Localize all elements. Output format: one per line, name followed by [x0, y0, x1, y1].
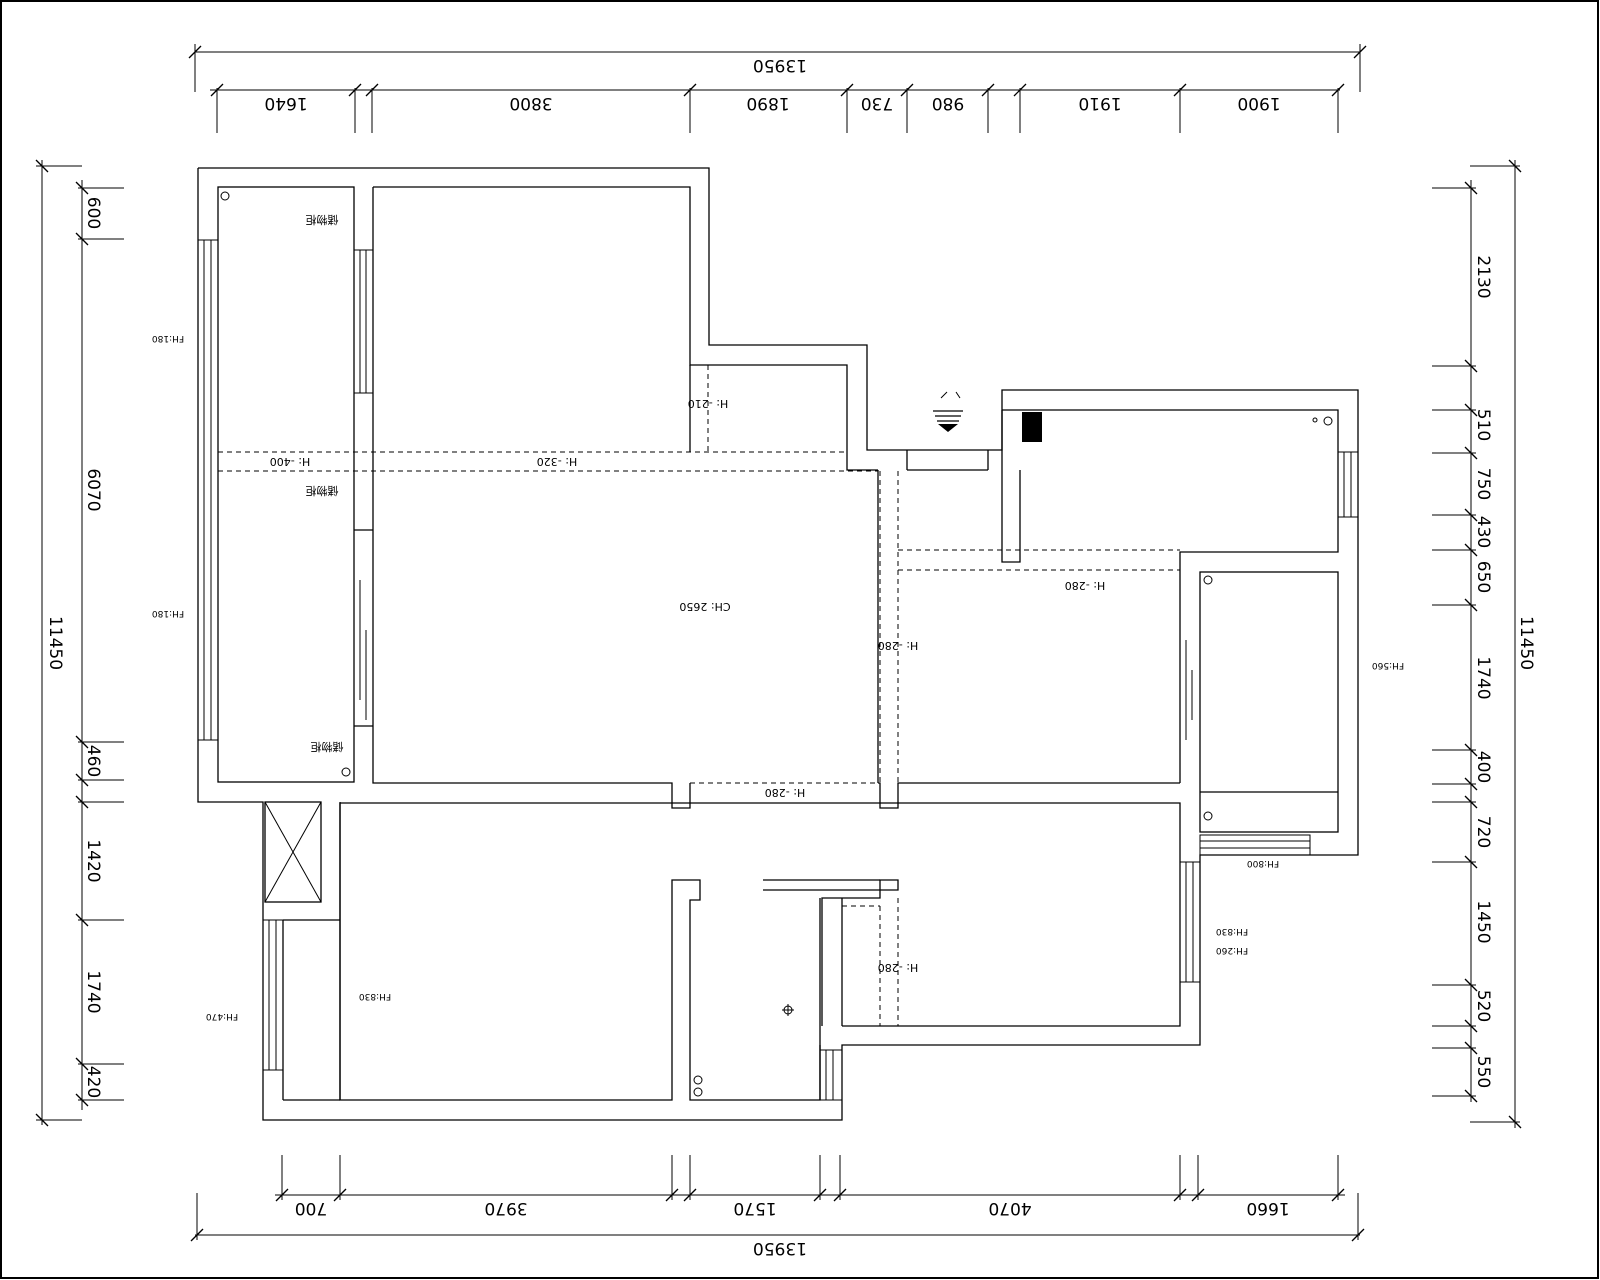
- dim-right-5: 650: [1473, 561, 1493, 593]
- dim-right-4: 430: [1473, 516, 1493, 548]
- fixtures: [220, 191, 1333, 1097]
- level-labels: H: -210 H: -400 H: -320 CH: 2650 H: -280…: [270, 397, 1105, 974]
- cabinet-label: 储物柜: [306, 484, 339, 498]
- dim-top-2: 3800: [509, 93, 552, 113]
- left-dimensions: 11450 600 6070 460 1420 1740 420: [35, 159, 124, 1127]
- dim-right-8: 720: [1473, 816, 1493, 848]
- bottom-dimensions: 13950 700 3970 1570 4070 1660: [190, 1155, 1365, 1258]
- dim-left-3: 460: [83, 745, 103, 777]
- dim-left-6: 420: [83, 1066, 103, 1098]
- shaft: [264, 801, 322, 903]
- window-labels: FH:180 FH:180 FH:560 FH:800 FH:830 FH:26…: [152, 333, 1404, 1021]
- level-label: H: -400: [270, 455, 310, 468]
- dim-right-3: 750: [1473, 468, 1493, 500]
- walls: [197, 167, 1359, 1121]
- dim-left-1: 600: [83, 197, 103, 229]
- level-label: H: -280: [878, 961, 918, 974]
- dim-top-6: 1910: [1078, 93, 1121, 113]
- dim-top-5: 980: [932, 93, 964, 113]
- dim-bottom-4: 4070: [988, 1198, 1031, 1218]
- entrance-arrow-icon: [933, 391, 963, 432]
- right-dimensions: 11450 2130 510 750 430 650 1740 400 720 …: [1432, 159, 1536, 1129]
- dim-top-3: 1890: [746, 93, 789, 113]
- window-label: FH:470: [206, 1011, 238, 1021]
- dim-bottom-3: 1570: [733, 1198, 776, 1218]
- top-dimensions: 13950 1640 3800 1890 730 980 1910 1900: [188, 44, 1367, 133]
- dim-bottom-2: 3970: [484, 1198, 527, 1218]
- dim-bottom-1: 700: [295, 1198, 327, 1218]
- level-label: H: -280: [1065, 579, 1105, 592]
- dim-bottom-5: 1660: [1246, 1198, 1289, 1218]
- window-label: FH:180: [152, 608, 184, 618]
- dim-top-1: 1640: [264, 93, 307, 113]
- dim-right-11: 550: [1473, 1056, 1493, 1088]
- dim-left-total: 11450: [45, 616, 65, 670]
- window-label: FH:830: [1216, 926, 1248, 936]
- level-label: H: -280: [878, 639, 918, 652]
- level-label: H: -210: [688, 397, 728, 410]
- level-boundaries: [218, 365, 1180, 1026]
- level-label: H: -280: [765, 786, 805, 799]
- dim-left-5: 1740: [83, 970, 103, 1013]
- window-label: FH:180: [152, 333, 184, 343]
- dim-right-total: 11450: [1516, 616, 1536, 670]
- windows: [197, 239, 1359, 1101]
- window-label: FH:260: [1216, 945, 1248, 955]
- dim-top-total: 13950: [753, 55, 807, 75]
- cabinet-label: 储物柜: [306, 213, 339, 227]
- level-label: CH: 2650: [679, 600, 730, 613]
- dim-right-10: 520: [1473, 990, 1493, 1022]
- dim-left-4: 1420: [83, 839, 103, 882]
- level-label: H: -320: [537, 455, 577, 468]
- dim-bottom-total: 13950: [753, 1238, 807, 1258]
- cabinet-label: 储物柜: [311, 740, 344, 754]
- window-label: FH:830: [359, 991, 391, 1001]
- dim-right-6: 1740: [1473, 656, 1493, 699]
- dim-top-4: 730: [861, 93, 893, 113]
- dim-right-1: 2130: [1473, 255, 1493, 298]
- window-label: FH:560: [1372, 660, 1404, 670]
- dim-top-7: 1900: [1237, 93, 1280, 113]
- window-label: FH:800: [1247, 858, 1279, 868]
- dim-right-2: 510: [1473, 409, 1493, 441]
- dim-right-9: 1450: [1473, 900, 1493, 943]
- dim-left-2: 6070: [83, 468, 103, 511]
- cabinet-labels: 储物柜 储物柜 储物柜: [306, 213, 344, 754]
- dim-right-7: 400: [1473, 751, 1493, 783]
